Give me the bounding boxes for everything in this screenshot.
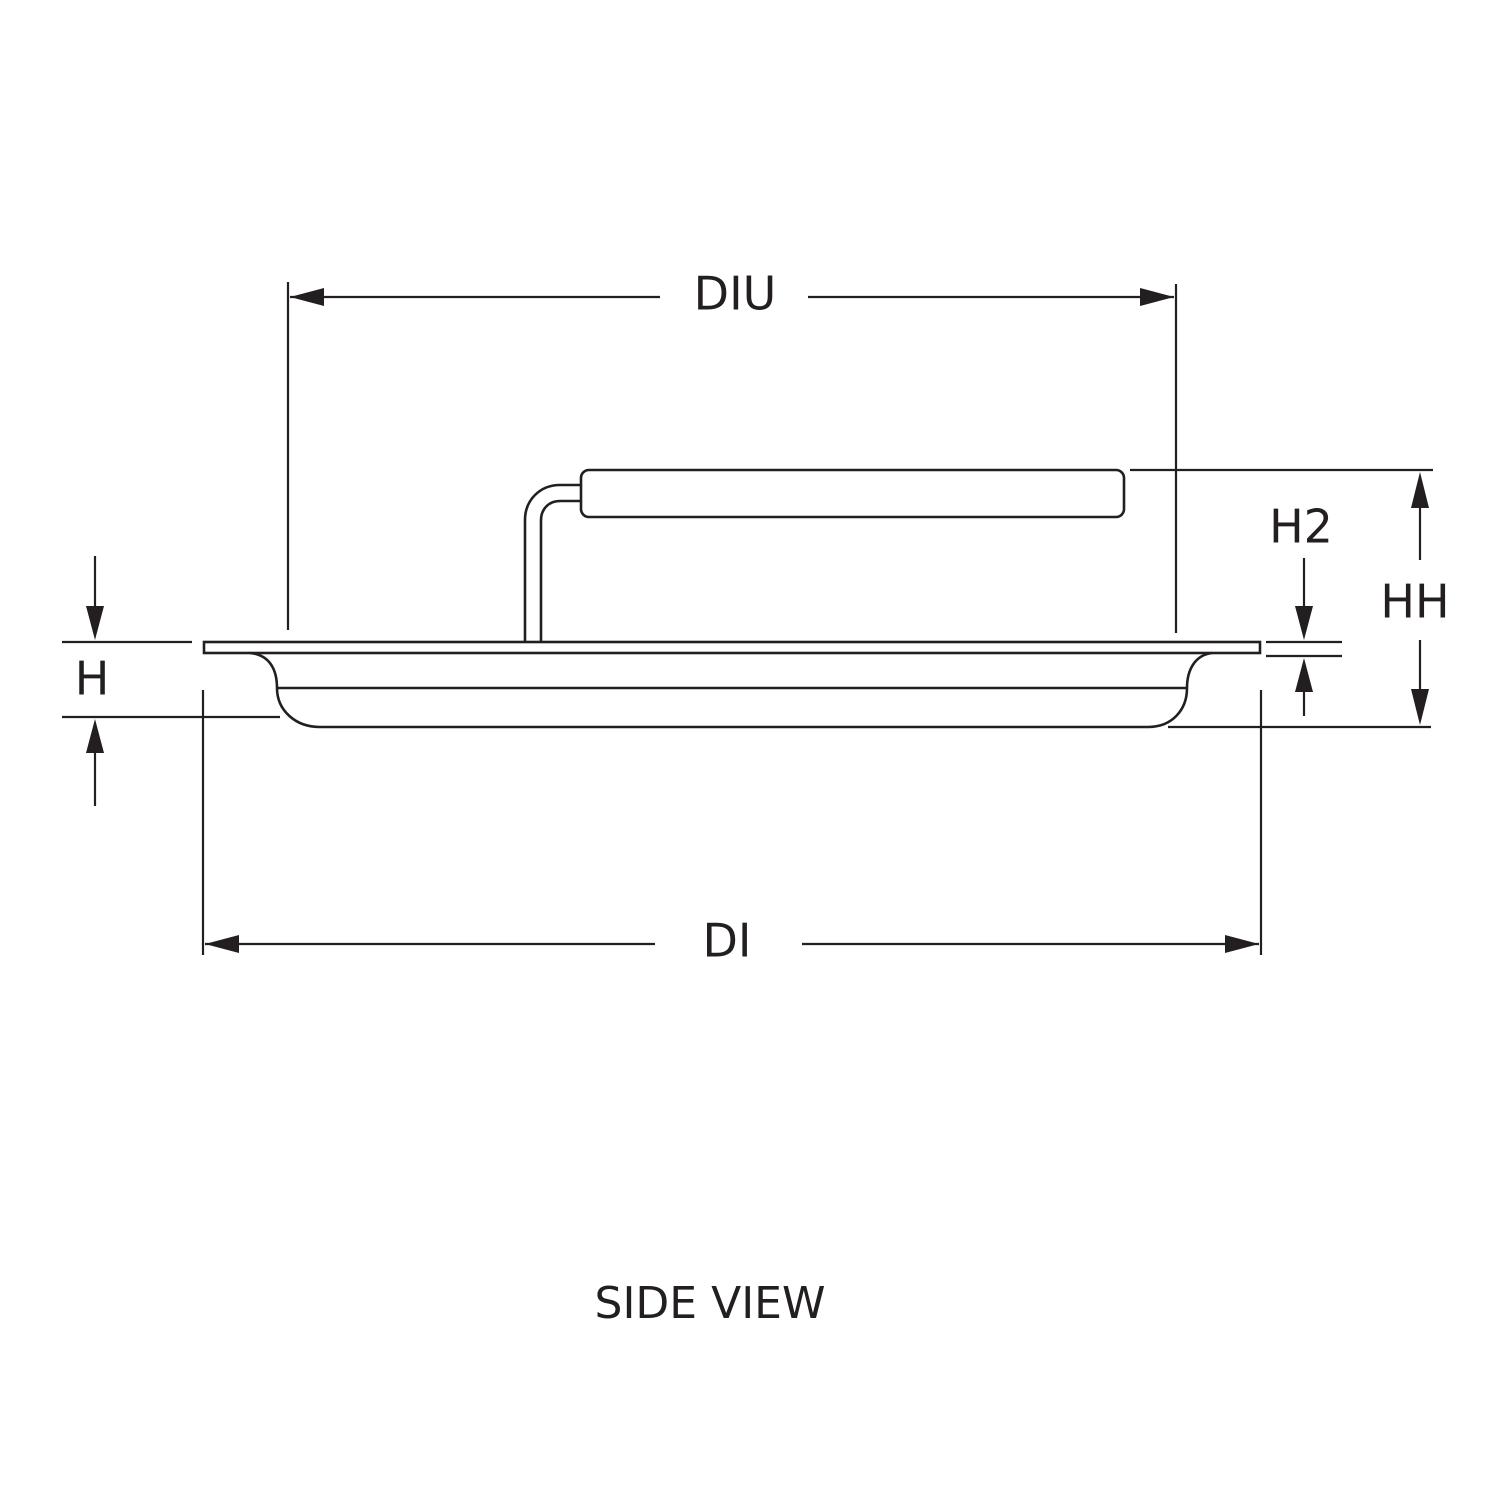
handle-grip — [579, 468, 1126, 519]
dimension-h2: H2 — [1266, 500, 1342, 716]
plate-rim — [202, 640, 1262, 655]
dimension-hh: HH — [1130, 468, 1450, 729]
label-diu: DIU — [694, 267, 777, 321]
label-h2: H2 — [1269, 500, 1333, 554]
label-di: DI — [703, 914, 752, 968]
plate-bowl — [249, 651, 1213, 729]
dimension-diu: DIU — [286, 267, 1178, 633]
handle-stem — [523, 483, 581, 642]
dimension-di: DI — [201, 690, 1263, 968]
label-h: H — [75, 652, 110, 706]
caption-side-view: SIDE VIEW — [595, 1278, 826, 1329]
label-hh: HH — [1380, 575, 1449, 629]
dimension-h: H — [62, 556, 280, 806]
